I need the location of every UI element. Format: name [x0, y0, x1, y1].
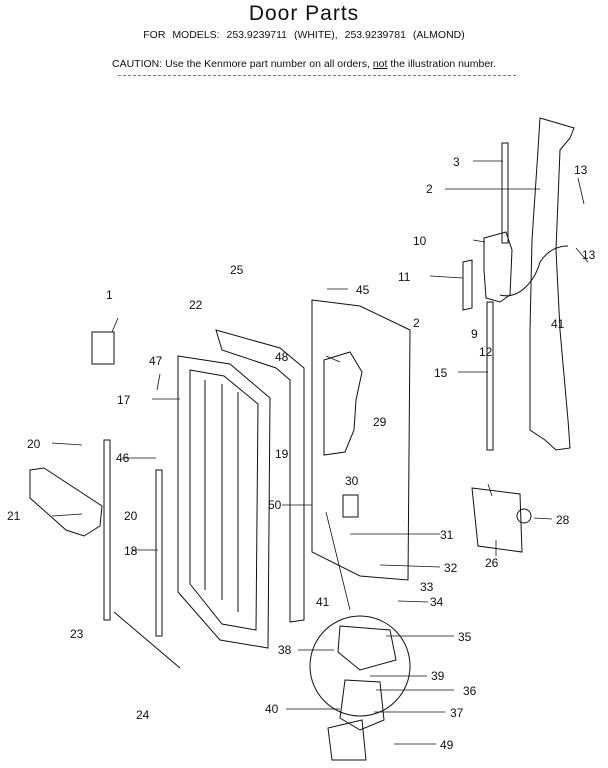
- insulation-patch: [323, 351, 363, 456]
- callout-49: 49: [440, 738, 454, 752]
- hinge-plate: [337, 625, 397, 671]
- callout-47: 47: [149, 354, 163, 368]
- door-liner-inner: [189, 369, 259, 631]
- hinge-arm: [327, 719, 367, 761]
- callout-17: 17: [117, 393, 131, 407]
- shelf-bracket: [29, 467, 103, 537]
- wire-loop: [499, 245, 569, 297]
- handle-trim-strip: [501, 142, 509, 244]
- hinge-detail-circle: [309, 615, 411, 717]
- callout-50: 50: [268, 498, 282, 512]
- handle-strip-lower: [486, 301, 494, 451]
- callout-21: 21: [7, 509, 21, 523]
- callout-19: 19: [275, 447, 289, 461]
- callout-36: 36: [463, 684, 477, 698]
- callout-15: 15: [434, 366, 448, 380]
- stopper-knob: [516, 508, 532, 524]
- callout-30: 30: [345, 474, 359, 488]
- small-part: [91, 331, 115, 365]
- callout-29: 29: [373, 415, 387, 429]
- callout-2a: 2: [426, 182, 433, 196]
- stopper-assembly: [471, 487, 523, 553]
- callout-18: 18: [124, 544, 138, 558]
- callout-38: 38: [278, 643, 292, 657]
- callout-11: 11: [398, 270, 411, 284]
- door-handle: [529, 117, 575, 451]
- callout-1: 1: [106, 288, 113, 302]
- callout-2b: 2: [413, 316, 420, 330]
- callout-41a: 41: [551, 317, 565, 331]
- callout-31: 31: [440, 528, 454, 542]
- callout-22: 22: [189, 298, 203, 312]
- callout-41b: 41: [316, 595, 330, 609]
- callout-24: 24: [136, 708, 150, 722]
- callout-20a: 20: [27, 437, 41, 451]
- callout-35: 35: [458, 630, 472, 644]
- door-bracket: [342, 494, 359, 518]
- page-title: Door Parts: [248, 2, 360, 25]
- header-divider: [118, 75, 516, 76]
- door-gasket: [215, 329, 305, 623]
- callout-3: 3: [453, 155, 460, 169]
- callout-33: 33: [420, 580, 434, 594]
- models-line: FOR MODELS: 253.9239711 (WHITE), 253.923…: [143, 29, 465, 41]
- callout-39: 39: [431, 669, 445, 683]
- callout-48: 48: [275, 350, 289, 364]
- callout-45: 45: [356, 283, 370, 297]
- callout-12: 12: [479, 345, 493, 359]
- caution-prefix: CAUTION: Use the Kenmore part number on …: [111, 58, 373, 70]
- callout-46: 46: [116, 451, 130, 465]
- long-bar: [113, 611, 181, 669]
- callout-20b: 20: [124, 509, 138, 523]
- callout-26: 26: [485, 556, 499, 570]
- shelf-rail-left: [103, 439, 111, 621]
- door-outer-panel: [311, 299, 411, 581]
- callout-37: 37: [450, 706, 464, 720]
- handle-mount: [483, 231, 513, 303]
- hinge-pin-assembly: [339, 679, 385, 731]
- callout-9: 9: [471, 327, 478, 341]
- callout-13b: 13: [582, 248, 596, 262]
- handle-cap: [462, 259, 473, 311]
- callout-34: 34: [430, 595, 444, 609]
- callout-40: 40: [265, 702, 279, 716]
- door-liner: [177, 355, 271, 649]
- caution-suffix: the illustration number.: [387, 58, 497, 70]
- callout-28: 28: [556, 513, 570, 527]
- callout-13a: 13: [574, 163, 588, 177]
- caution-note: CAUTION: Use the Kenmore part number on …: [0, 58, 608, 70]
- shelf-rail-right: [155, 469, 163, 637]
- callout-32: 32: [444, 561, 458, 575]
- callout-25: 25: [230, 263, 244, 277]
- caution-emphasis: not: [372, 58, 388, 70]
- callout-10: 10: [413, 234, 427, 248]
- callout-23: 23: [70, 627, 84, 641]
